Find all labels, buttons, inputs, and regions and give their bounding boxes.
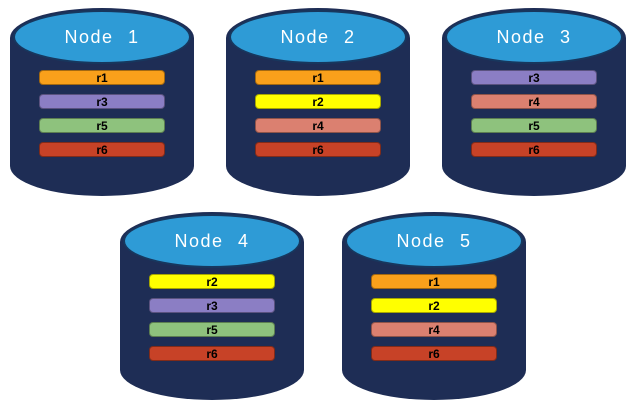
- partition-list: r3 r4 r5 r6: [471, 70, 597, 157]
- partition-bar-r4: r4: [471, 94, 597, 109]
- partition-bar-r5: r5: [39, 118, 165, 133]
- partition-bar-r5: r5: [471, 118, 597, 133]
- node-label: Node 3: [496, 26, 572, 47]
- cylinder-top: Node 5: [345, 214, 523, 268]
- partition-bar-r4: r4: [255, 118, 381, 133]
- cylinder-top: Node 2: [229, 10, 407, 64]
- partition-bar-r4: r4: [371, 322, 497, 337]
- partition-bar-r6: r6: [149, 346, 275, 361]
- partition-list: r1 r2 r4 r6: [255, 70, 381, 157]
- partition-bar-r1: r1: [39, 70, 165, 85]
- partition-bar-r6: r6: [39, 142, 165, 157]
- partition-bar-r3: r3: [149, 298, 275, 313]
- node-label: Node 4: [174, 230, 250, 251]
- node-label: Node 2: [280, 26, 356, 47]
- database-node: Node 3 r3 r4 r5 r6: [442, 8, 626, 196]
- partition-bar-r3: r3: [39, 94, 165, 109]
- database-node: Node 4 r2 r3 r5 r6: [120, 212, 304, 400]
- database-node: Node 1 r1 r3 r5 r6: [10, 8, 194, 196]
- partition-list: r1 r2 r4 r6: [371, 274, 497, 361]
- cylinder-top: Node 1: [13, 10, 191, 64]
- partition-bar-r1: r1: [255, 70, 381, 85]
- cylinder-top: Node 3: [445, 10, 623, 64]
- partition-bar-r6: r6: [471, 142, 597, 157]
- partition-bar-r6: r6: [371, 346, 497, 361]
- partition-bar-r3: r3: [471, 70, 597, 85]
- database-node: Node 5 r1 r2 r4 r6: [342, 212, 526, 400]
- partition-bar-r5: r5: [149, 322, 275, 337]
- partition-list: r1 r3 r5 r6: [39, 70, 165, 157]
- node-label: Node 5: [396, 230, 472, 251]
- partition-bar-r2: r2: [255, 94, 381, 109]
- cylinder-top: Node 4: [123, 214, 301, 268]
- node-label: Node 1: [64, 26, 140, 47]
- partition-list: r2 r3 r5 r6: [149, 274, 275, 361]
- partition-bar-r2: r2: [149, 274, 275, 289]
- partition-bar-r6: r6: [255, 142, 381, 157]
- partition-bar-r1: r1: [371, 274, 497, 289]
- database-node: Node 2 r1 r2 r4 r6: [226, 8, 410, 196]
- partition-bar-r2: r2: [371, 298, 497, 313]
